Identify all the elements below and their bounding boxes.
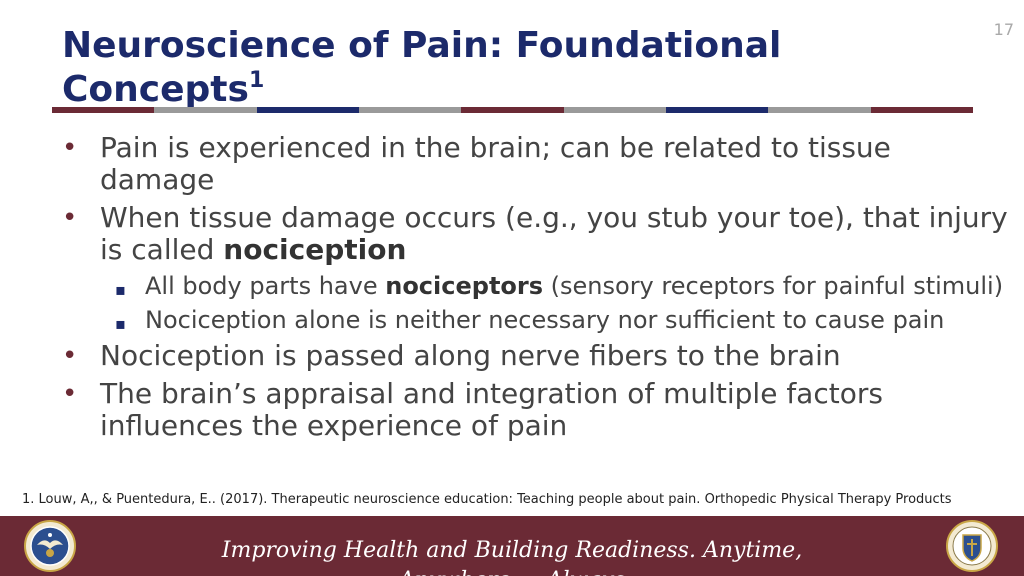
slide-title: Neuroscience of Pain: Foundational Conce…: [62, 24, 922, 112]
title-divider: [52, 107, 973, 113]
sub-bullet-item: ▪All body parts have nociceptors (sensor…: [60, 272, 1010, 300]
bullet-item: •The brain’s appraisal and integration o…: [62, 377, 883, 442]
bullet-dot-icon: •: [62, 341, 78, 371]
defense-health-agency-seal-icon: [946, 520, 998, 572]
bullet-dot-icon: •: [62, 203, 78, 233]
slide-number: 17: [993, 20, 1014, 39]
bullet-item: •When tissue damage occurs (e.g., you st…: [62, 201, 1008, 266]
bullet-dot-icon: •: [62, 379, 78, 409]
bullet-item: •Nociception is passed along nerve fiber…: [62, 339, 841, 372]
bullet-dot-icon: •: [62, 133, 78, 163]
department-of-defense-seal-icon: [24, 520, 76, 572]
bold-term: nociceptors: [385, 272, 544, 300]
footnote-citation: 1. Louw, A,, & Puentedura, E.. (2017). T…: [22, 492, 952, 507]
title-text: Neuroscience of Pain: Foundational Conce…: [62, 25, 782, 110]
bullet-item: •Pain is experienced in the brain; can b…: [62, 131, 891, 196]
square-bullet-icon: ▪: [115, 314, 126, 333]
sub-bullet-item: ▪Nociception alone is neither necessary …: [60, 306, 1010, 334]
title-footnote-marker: 1: [248, 68, 265, 93]
footer-bar: Improving Health and Building Readiness.…: [0, 516, 1024, 576]
bullet-content: •Pain is experienced in the brain; can b…: [60, 132, 1010, 448]
square-bullet-icon: ▪: [115, 280, 126, 299]
footer-tagline: Improving Health and Building Readiness.…: [221, 538, 803, 576]
bold-term: nociception: [223, 233, 407, 266]
